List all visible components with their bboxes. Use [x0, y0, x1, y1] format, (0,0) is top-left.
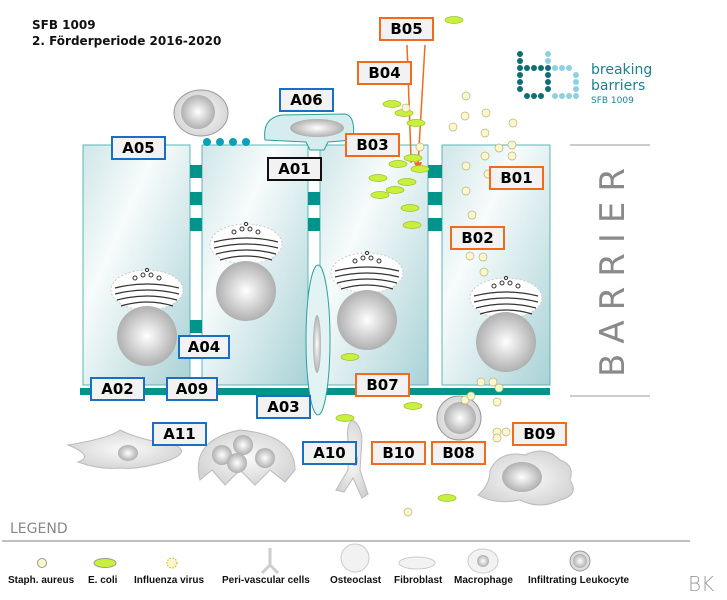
staph-aureus-icon — [492, 433, 502, 443]
e-coli-icon — [340, 353, 360, 361]
project-label-a02[interactable]: A02 — [90, 377, 145, 401]
legend-title: LEGEND — [10, 521, 68, 537]
staph-aureus-icon — [508, 118, 518, 128]
staph-aureus-icon — [460, 395, 470, 405]
project-label-b03[interactable]: B03 — [345, 133, 400, 157]
staph-aureus-icon — [479, 267, 489, 277]
staph-legend-icon — [37, 558, 47, 568]
project-label-b02[interactable]: B02 — [450, 226, 505, 250]
legend-infiltrating-leukocyte: Infiltrating Leukocyte — [528, 575, 630, 586]
staph-aureus-icon — [460, 111, 470, 121]
staph-aureus-icon — [476, 377, 486, 387]
legend-perivascular-cells: Peri-vascular cells — [222, 575, 310, 586]
staph-aureus-icon — [488, 377, 498, 387]
barrier-label: BARRIER — [593, 158, 633, 377]
e-coli-icon — [444, 16, 464, 24]
staph-aureus-icon — [494, 383, 504, 393]
e-coli-icon — [397, 178, 417, 186]
staph-aureus-icon — [492, 397, 502, 407]
ecoli-legend-icon — [93, 558, 117, 568]
project-label-a11[interactable]: A11 — [152, 422, 207, 446]
author-signature: BK — [688, 572, 715, 596]
e-coli-icon — [382, 100, 402, 108]
staph-aureus-icon — [478, 252, 488, 262]
staph-aureus-icon — [448, 122, 458, 132]
e-coli-icon — [370, 191, 390, 199]
project-label-b04[interactable]: B04 — [357, 61, 412, 85]
project-label-a03[interactable]: A03 — [256, 395, 311, 419]
influenza-legend-icon — [166, 557, 178, 569]
staph-aureus-icon — [507, 151, 517, 161]
legend-influenza-virus: Influenza virus — [134, 575, 205, 586]
staph-aureus-icon — [401, 103, 411, 113]
staph-aureus-icon — [466, 391, 476, 401]
staph-aureus-bacteria — [401, 91, 518, 517]
legend-staph-aureus: Staph. aureus — [8, 575, 75, 586]
e-coli-icon — [410, 165, 430, 173]
fibroblast-legend-icon — [398, 556, 436, 570]
project-label-a05[interactable]: A05 — [111, 136, 166, 160]
e-coli-icon — [385, 186, 405, 194]
e-coli-icon — [388, 160, 408, 168]
breaking-barriers-logo-icon — [517, 51, 579, 99]
staph-aureus-icon — [501, 427, 511, 437]
e-coli-icon — [368, 174, 388, 182]
e-coli-icon — [335, 414, 355, 422]
project-label-b05[interactable]: B05 — [379, 17, 434, 41]
project-label-a04[interactable]: A04 — [178, 335, 230, 359]
project-label-b10[interactable]: B10 — [371, 441, 426, 465]
staph-aureus-icon — [461, 91, 471, 101]
project-label-a01[interactable]: A01 — [267, 157, 322, 181]
e-coli-icon — [400, 204, 420, 212]
staph-aureus-icon — [403, 507, 413, 517]
legend-fibroblast: Fibroblast — [394, 575, 443, 586]
project-label-b07[interactable]: B07 — [355, 373, 410, 397]
osteoclast — [197, 429, 296, 486]
project-label-a06[interactable]: A06 — [279, 88, 334, 112]
staph-aureus-icon — [481, 108, 491, 118]
e-coli-icon — [437, 494, 457, 502]
tight-junctions — [190, 165, 442, 333]
staph-aureus-icon — [465, 251, 475, 261]
staph-aureus-icon — [507, 140, 517, 150]
e-coli-bacteria — [335, 16, 464, 502]
staph-aureus-icon — [415, 142, 425, 152]
logo-text-barriers: barriers — [591, 78, 646, 94]
staph-aureus-icon — [461, 186, 471, 196]
e-coli-icon — [402, 221, 422, 229]
e-coli-icon — [406, 119, 426, 127]
funding-period: 2. Förderperiode 2016-2020 — [32, 34, 222, 48]
logo-text-breaking: breaking — [591, 62, 653, 78]
project-label-b01[interactable]: B01 — [489, 166, 544, 190]
e-coli-icon — [403, 402, 423, 410]
staph-aureus-icon — [461, 161, 471, 171]
project-title: SFB 1009 — [32, 18, 96, 32]
legend-e-coli: E. coli — [88, 575, 118, 586]
staph-aureus-icon — [480, 128, 490, 138]
project-label-b09[interactable]: B09 — [512, 422, 567, 446]
perivascular-legend-icon — [260, 548, 280, 575]
legend-macrophage: Macrophage — [454, 575, 513, 586]
legend-icons — [37, 543, 591, 575]
e-coli-icon — [403, 154, 423, 162]
legend-osteoclast: Osteoclast — [330, 575, 382, 586]
staph-aureus-icon — [467, 210, 477, 220]
project-label-b08[interactable]: B08 — [431, 441, 486, 465]
project-label-a09[interactable]: A09 — [166, 377, 218, 401]
staph-aureus-icon — [494, 143, 504, 153]
staph-aureus-icon — [480, 151, 490, 161]
osteoclast-legend-icon — [340, 543, 370, 573]
logo-text-sfb: SFB 1009 — [591, 96, 634, 106]
project-label-a10[interactable]: A10 — [302, 441, 357, 465]
